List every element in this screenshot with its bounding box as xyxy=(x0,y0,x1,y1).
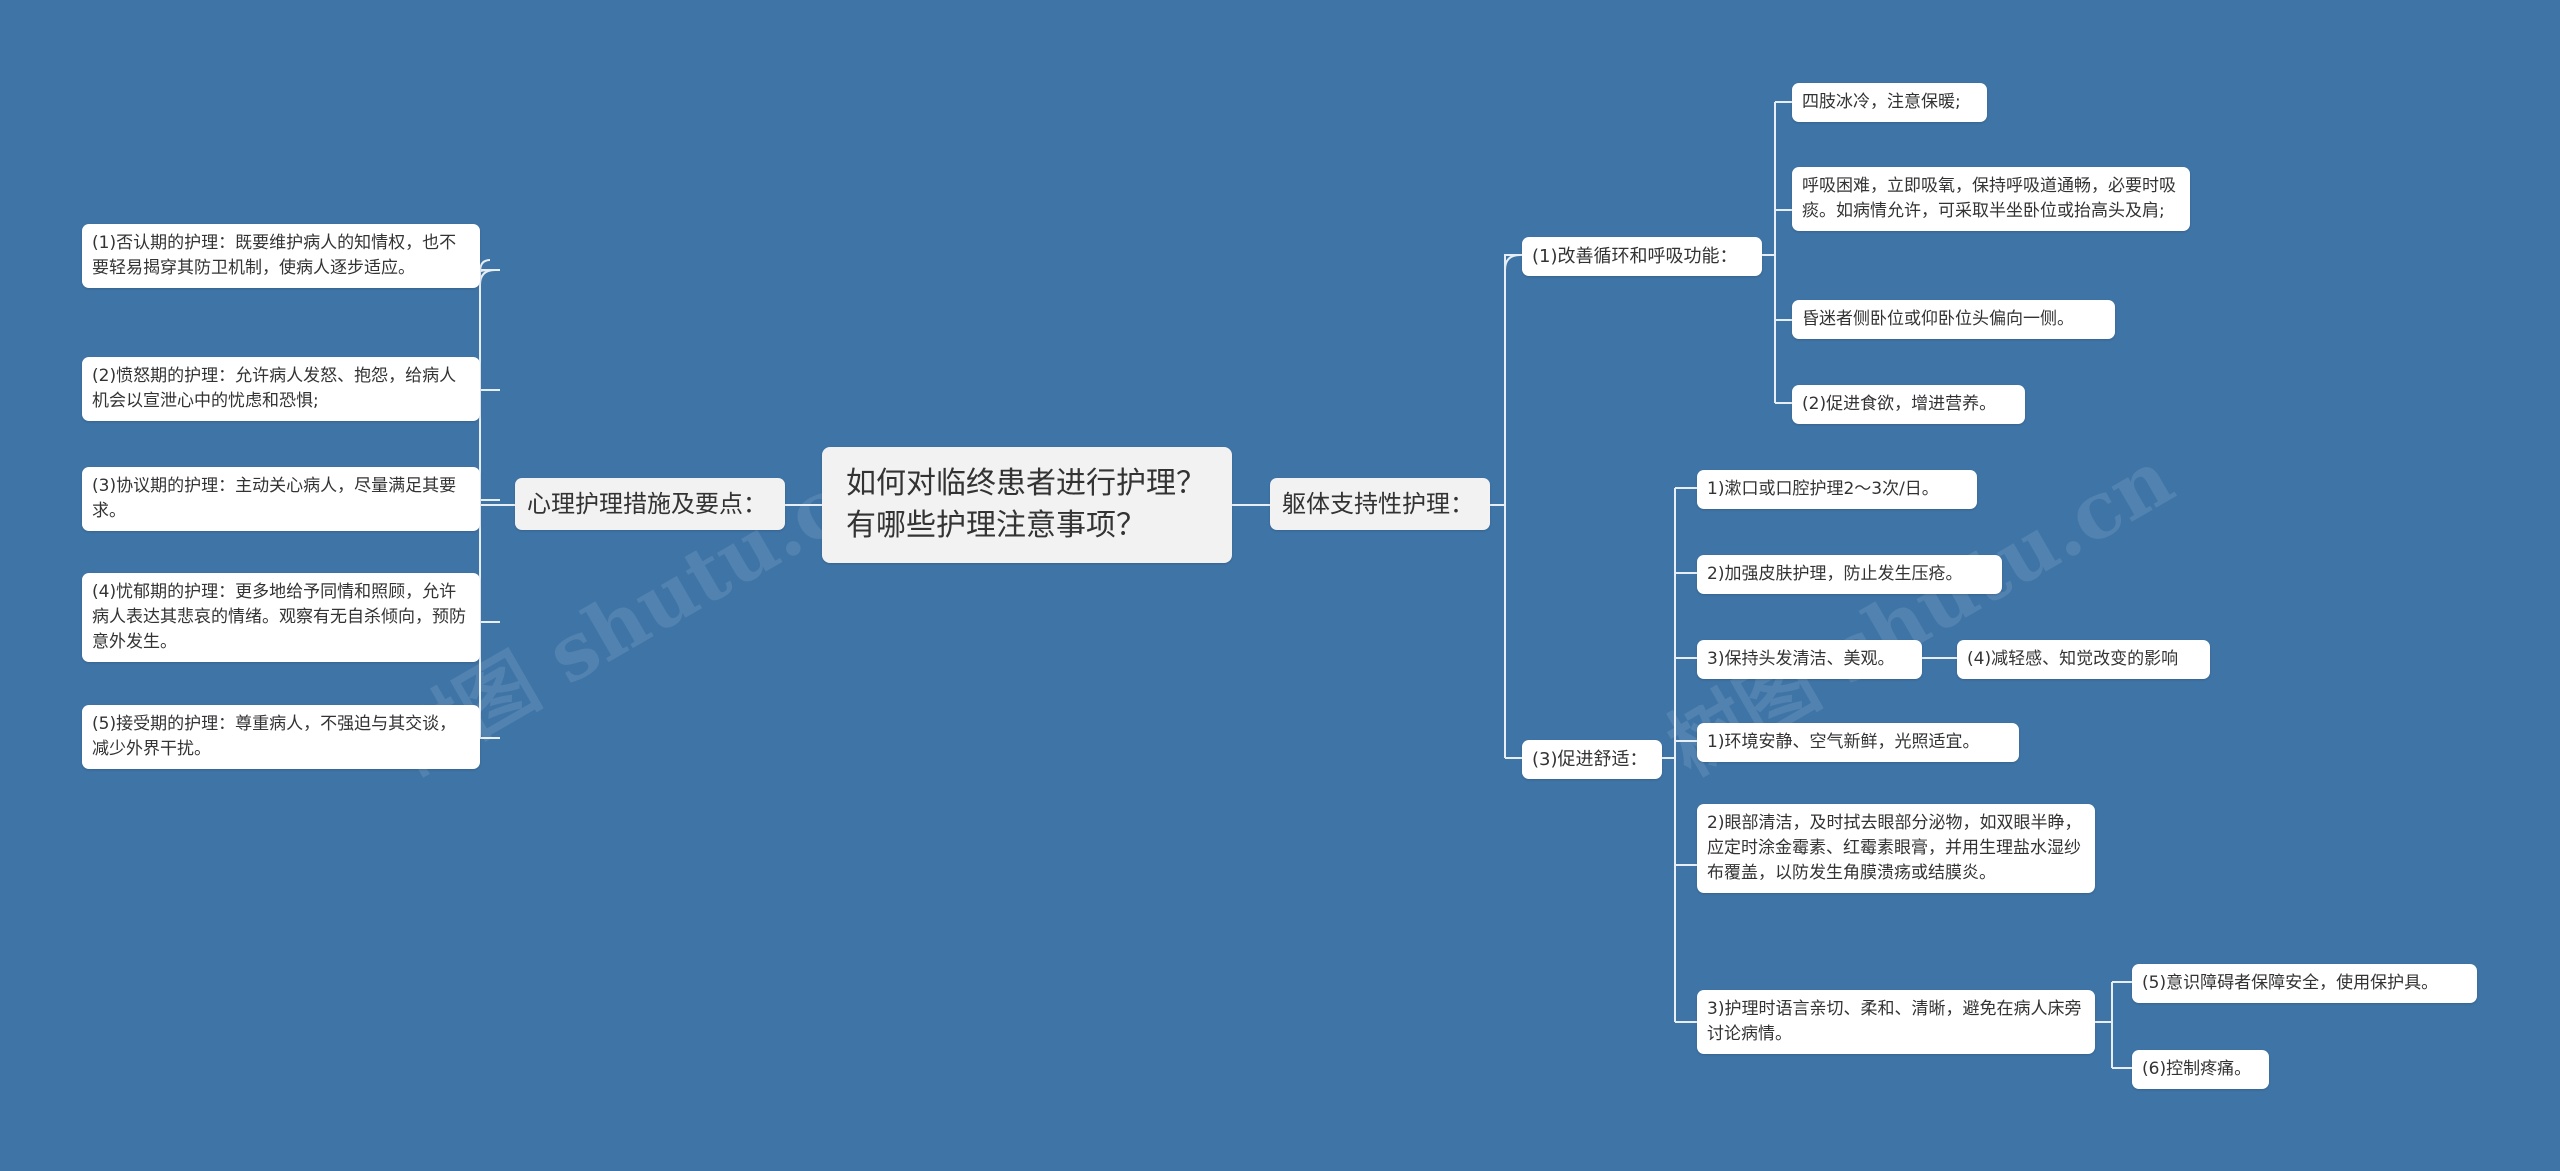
left-item-bargaining[interactable]: (3)协议期的护理：主动关心病人，尽量满足其要求。 xyxy=(82,467,480,531)
link-sub1-bracket xyxy=(1762,101,1792,404)
branch-psychological-care[interactable]: 心理护理措施及要点： xyxy=(515,478,785,530)
left-item-depression[interactable]: (4)忧郁期的护理：更多地给予同情和照顾，允许病人表达其悲哀的情绪。观察有无自杀… xyxy=(82,573,480,662)
sub1-item-appetite[interactable]: (2)促进食欲，增进营养。 xyxy=(1792,385,2025,424)
speech-child-safety[interactable]: (5)意识障碍者保障安全，使用保护具。 xyxy=(2132,964,2477,1003)
sub2-item-eyes[interactable]: 2)眼部清洁，及时拭去眼部分泌物，如双眼半睁，应定时涂金霉素、红霉素眼膏，并用生… xyxy=(1697,804,2095,893)
sub2-item-oral[interactable]: 1)漱口或口腔护理2～3次/日。 xyxy=(1697,470,1977,509)
root-topic[interactable]: 如何对临终患者进行护理？有哪些护理注意事项？ xyxy=(822,447,1232,563)
link-right-bracket xyxy=(1490,254,1522,760)
link-sub2-bracket xyxy=(1662,487,1697,1023)
sub2-item-speech[interactable]: 3)护理时语言亲切、柔和、清晰，避免在病人床旁讨论病情。 xyxy=(1697,990,2095,1054)
left-item-acceptance[interactable]: (5)接受期的护理：尊重病人，不强迫与其交谈，减少外界干扰。 xyxy=(82,705,480,769)
speech-child-pain[interactable]: (6)控制疼痛。 xyxy=(2132,1050,2269,1089)
link-left-items xyxy=(479,259,515,738)
sub1-item-breathing[interactable]: 呼吸困难，立即吸氧，保持呼吸道通畅，必要时吸痰。如病情允许，可采取半坐卧位或抬高… xyxy=(1792,167,2190,231)
sub1-item-coma-position[interactable]: 昏迷者侧卧位或仰卧位头偏向一侧。 xyxy=(1792,300,2115,339)
sub1-item-warm[interactable]: 四肢冰冷，注意保暖; xyxy=(1792,83,1987,122)
hair-child-perception[interactable]: (4)减轻感、知觉改变的影响 xyxy=(1957,640,2210,679)
sub2-item-hair[interactable]: 3)保持头发清洁、美观。 xyxy=(1697,640,1922,679)
link-speech-children xyxy=(2095,981,2132,1069)
sub2-item-skin[interactable]: 2)加强皮肤护理，防止发生压疮。 xyxy=(1697,555,2002,594)
left-item-anger[interactable]: (2)愤怒期的护理：允许病人发怒、抱怨，给病人机会以宣泄心中的忧虑和恐惧; xyxy=(82,357,480,421)
sub2-item-environment[interactable]: 1)环境安静、空气新鲜，光照适宜。 xyxy=(1697,723,2019,762)
sub-comfort[interactable]: (3)促进舒适： xyxy=(1522,740,1662,779)
sub-circulation-respiration[interactable]: (1)改善循环和呼吸功能： xyxy=(1522,237,1762,276)
branch-physical-support[interactable]: 躯体支持性护理： xyxy=(1270,478,1490,530)
left-item-denial[interactable]: (1)否认期的护理：既要维护病人的知情权，也不要轻易揭穿其防卫机制，使病人逐步适… xyxy=(82,224,480,288)
